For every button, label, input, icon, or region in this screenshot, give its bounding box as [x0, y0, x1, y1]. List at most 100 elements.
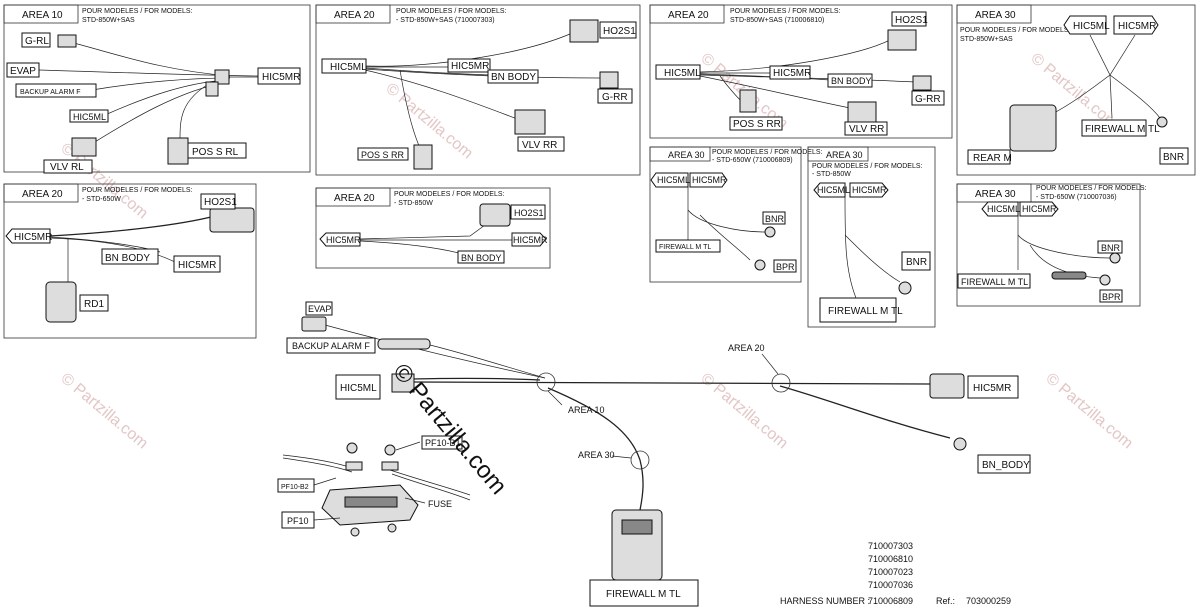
- part-number: 710007023: [868, 567, 913, 577]
- connector-pos-s-rl: [167, 137, 189, 165]
- label-bn-body: BN BODY: [461, 253, 502, 263]
- fuse-assembly: PF10-B1 PF10-B2 FUSE PF10: [277, 435, 471, 537]
- label-hic5ml: HIC5ML: [817, 185, 850, 195]
- part-number: 710006810: [868, 554, 913, 564]
- detail-area20-850w-sas-710006810: AREA 20 POUR MODELES / FOR MODELS: STD-8…: [649, 4, 953, 139]
- area-tag: [956, 4, 1032, 24]
- models-header: POUR MODELES / FOR MODELS:: [712, 149, 823, 156]
- label-pos-s-rr: POS S RR: [361, 150, 405, 160]
- ring-terminal-bpr: [1099, 274, 1111, 286]
- ring-terminal-bnr: [1109, 252, 1121, 264]
- label-backup-alarm: BACKUP ALARM F: [292, 341, 370, 351]
- connector-g-rr: [599, 71, 619, 89]
- label-hic5ml: HIC5ML: [340, 383, 377, 394]
- detail-box: [3, 183, 257, 339]
- label-g-rr: G-RR: [915, 94, 941, 105]
- models-header: POUR MODELES / FOR MODELS:: [396, 8, 507, 15]
- label-vlv-rr: VLV RR: [522, 140, 557, 151]
- main-harness: AREA 10 AREA 20 AREA 30 EVAP BACKUP ALAR…: [286, 301, 1031, 607]
- models-header: POUR MODELES / FOR MODELS:: [812, 163, 923, 170]
- label-hic5mr: HIC5MR: [326, 235, 361, 245]
- wire-evap: [324, 324, 546, 379]
- wire: [69, 41, 231, 77]
- connector-ho2s1: [569, 19, 599, 43]
- watermark: © Partzilla.com: [57, 140, 151, 222]
- harness-trunk: [411, 377, 541, 381]
- label-firewall: FIREWALL M TL: [961, 277, 1028, 287]
- label-evap: EVAP: [308, 304, 331, 314]
- area-label: AREA 20: [668, 10, 709, 21]
- wire: [699, 39, 891, 73]
- leader: [313, 517, 341, 521]
- label-bn-body: BN_BODY: [982, 460, 1030, 471]
- area-label: AREA 20: [334, 193, 375, 204]
- wire: [364, 69, 521, 121]
- models-list: - STD-650W: [82, 196, 121, 203]
- nut: [350, 527, 360, 537]
- detail-box: [649, 4, 953, 139]
- ring-terminal-bpr: [754, 259, 766, 271]
- detail-area30-850w-sas: AREA 30 POUR MODELES / FOR MODELS: STD-8…: [956, 4, 1196, 176]
- label-fuse: FUSE: [428, 499, 452, 509]
- wire-firewall: [547, 387, 641, 461]
- leader: [547, 390, 563, 406]
- area-tag: [649, 146, 711, 162]
- area-label: AREA 30: [668, 150, 705, 160]
- connector-ho2s1: [479, 203, 511, 227]
- label-hic5mr: HIC5MR: [773, 68, 811, 79]
- detail-area20-650w: AREA 20 POUR MODELES / FOR MODELS: - STD…: [3, 183, 257, 339]
- label-ho2s1: HO2S1: [204, 197, 237, 208]
- detail-box: [649, 146, 802, 283]
- connector-pos-s-rr: [413, 144, 433, 170]
- leader: [395, 441, 421, 451]
- label-hic5mr: HIC5MR: [451, 61, 489, 72]
- wire: [1089, 34, 1136, 76]
- label-hic5ml: HIC5ML: [1073, 21, 1110, 32]
- label-hic5mr: HIC5MR: [852, 185, 887, 195]
- connector-g-rr: [912, 75, 932, 91]
- label-bnr: BNR: [765, 214, 785, 224]
- wire: [359, 213, 501, 240]
- models-header: POUR MODELES / FOR MODELS:: [730, 8, 841, 15]
- part-number: 710006809: [868, 596, 913, 606]
- label-evap: EVAP: [10, 66, 36, 77]
- detail-area30-650w-710007036: AREA 30 POUR MODELES / FOR MODELS: - STD…: [956, 183, 1147, 307]
- wire: [364, 67, 491, 76]
- leader: [761, 353, 779, 375]
- part-numbers-block: 710007303 710006810 710007023 710007036 …: [780, 541, 1011, 606]
- detail-box: [807, 146, 936, 328]
- area30-marker: [630, 450, 650, 470]
- wire: [391, 473, 471, 501]
- area30-label: AREA 30: [578, 450, 615, 460]
- label-hic5mr: HIC5MR: [973, 383, 1011, 394]
- label-hic5ml: HIC5ML: [664, 68, 701, 79]
- label-firewall: FIREWALL M TL: [1085, 124, 1160, 135]
- detail-area30-850w: AREA 30 POUR MODELES / FOR MODELS: - STD…: [807, 146, 936, 328]
- label-hic5mr: HIC5MR: [692, 175, 727, 185]
- label-hic5ml: HIC5ML: [330, 62, 367, 73]
- wire: [1017, 234, 1111, 259]
- label-hic5ml: HIC5ML: [657, 175, 690, 185]
- connector-rear-m: [1009, 104, 1057, 152]
- detail-box: [315, 4, 641, 176]
- models-list: - STD-850W+SAS (710007303): [396, 17, 495, 24]
- detail-area30-650w-710006809: AREA 30 POUR MODELES / FOR MODELS: - STD…: [649, 146, 823, 283]
- label-pos-s-rl: POS S RL: [192, 147, 239, 158]
- watermark: © Partzilla.com: [1042, 370, 1136, 452]
- detail-box: [956, 4, 1196, 176]
- label-hic5ml: HIC5ML: [73, 112, 106, 122]
- label-pf10-b2: PF10-B2: [281, 484, 309, 491]
- wire: [687, 209, 766, 233]
- area20-label: AREA 20: [728, 343, 765, 353]
- detail-box: [956, 183, 1141, 307]
- screw: [346, 442, 358, 454]
- area-label: AREA 20: [334, 10, 375, 21]
- connector-vlv-rr: [514, 109, 546, 135]
- wire: [399, 69, 421, 149]
- models-header: POUR MODELES / FOR MODELS:: [82, 8, 193, 15]
- watermark: © Partzilla.com: [57, 370, 151, 452]
- ref-label: Ref.:: [936, 596, 955, 606]
- connector-latch: [621, 519, 653, 535]
- models-header: POUR MODELES / FOR MODELS:: [960, 27, 1071, 34]
